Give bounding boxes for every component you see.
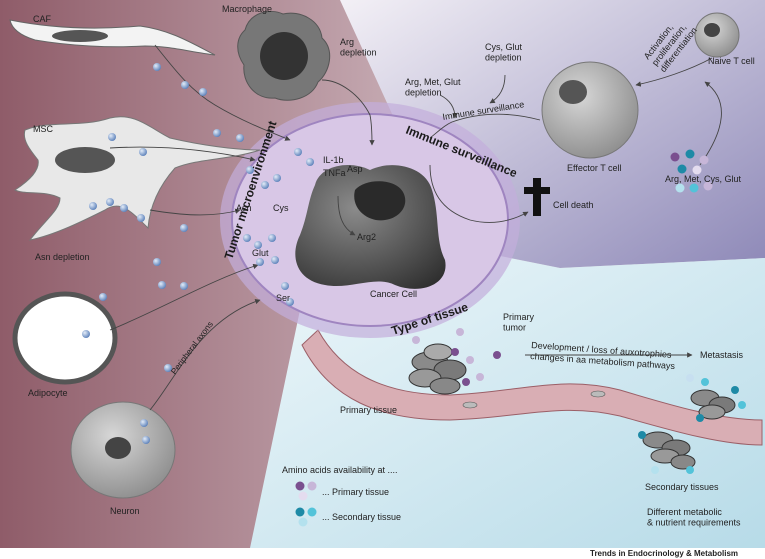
label-ser: Ser	[276, 293, 290, 303]
activation-arrow	[635, 57, 713, 87]
label-secondary-tissues: Secondary tissues	[645, 482, 719, 492]
cell-death-cross-vertical	[533, 178, 541, 216]
label-neuron: Neuron	[110, 506, 140, 516]
cell-death-arrow	[429, 164, 529, 223]
label-macrophage: Macrophage	[222, 4, 272, 14]
label-amino-availability: Amino acids availability at ....	[282, 465, 398, 475]
label-glut: Glut	[252, 248, 269, 258]
metastasis-cluster	[690, 389, 736, 420]
label-metastasis: Metastasis	[700, 350, 744, 360]
primary-tumor-cluster	[408, 343, 467, 395]
metastasis-aa-dots	[638, 374, 746, 474]
msc-arrow-2	[149, 208, 241, 216]
legend-primary-dots	[295, 481, 317, 501]
secondary-tumor-cluster	[642, 431, 696, 470]
naive-t-cell-nucleus	[704, 23, 720, 37]
cancer-cell-nucleus	[295, 165, 446, 289]
il1b-arrow	[337, 195, 356, 236]
neuron-nucleus	[105, 437, 131, 459]
arg-met-glut-arrow	[439, 94, 458, 119]
label-arg2: Arg2	[357, 232, 376, 242]
msc-nucleus	[55, 147, 115, 173]
label-legend-secondary: ... Secondary tissue	[322, 512, 401, 522]
label-aa-list: Arg, Met, Cys, Glut	[665, 174, 742, 184]
immune-aa-dots	[670, 149, 713, 193]
caf-nucleus	[52, 30, 108, 42]
label-different-metabolic: Different metabolic& nutrient requiremen…	[647, 507, 741, 527]
vessel-cell	[462, 401, 478, 409]
label-il1b: IL-1b	[323, 155, 344, 165]
label-primary-tissue: Primary tissue	[340, 405, 397, 415]
caf-arrow	[154, 44, 291, 141]
label-tnfa: TNFa	[323, 168, 346, 178]
msc-arrow-1	[109, 146, 256, 162]
cys-glut-arrow	[489, 74, 506, 104]
label-naive-t-cell: Naive T cell	[708, 56, 755, 66]
effector-t-cell	[541, 61, 639, 159]
label-cys: Cys	[273, 203, 289, 213]
footer-journal: Trends in Endocrinology & Metabolism	[590, 549, 738, 558]
primary-tumor-aa-dots	[412, 328, 501, 386]
label-cancer-cell: Cancer Cell	[370, 289, 417, 299]
cancer-cell-inner	[354, 181, 406, 221]
adipocyte-cell	[12, 291, 118, 385]
blood-vessel	[301, 329, 763, 446]
label-asn-depletion: Asn depletion	[35, 252, 90, 262]
label-cell-death: Cell death	[553, 200, 594, 210]
label-adipocyte: Adipocyte	[28, 388, 68, 398]
effector-t-cell-nucleus	[559, 80, 587, 104]
label-asp: Asp	[347, 164, 363, 174]
cell-death-cross-horizontal	[524, 187, 550, 194]
neuron-arrow	[149, 298, 261, 411]
aa-feedback-arrow	[699, 81, 722, 166]
legend-secondary-dots	[295, 507, 317, 527]
immune-surveillance-arrow	[429, 113, 541, 139]
label-asn: Asn	[236, 203, 252, 213]
label-legend-primary: ... Primary tissue	[322, 487, 389, 497]
label-effector-t-cell: Effector T cell	[567, 163, 622, 173]
adipocyte-arrow	[109, 263, 259, 331]
caf-cell	[9, 19, 216, 56]
macrophage-arrow	[321, 79, 375, 146]
label-caf: CAF	[33, 14, 52, 24]
macrophage-nucleus	[260, 32, 308, 80]
vessel-cell	[590, 390, 606, 398]
amino-acid-dots	[82, 63, 314, 444]
label-msc: MSC	[33, 124, 54, 134]
